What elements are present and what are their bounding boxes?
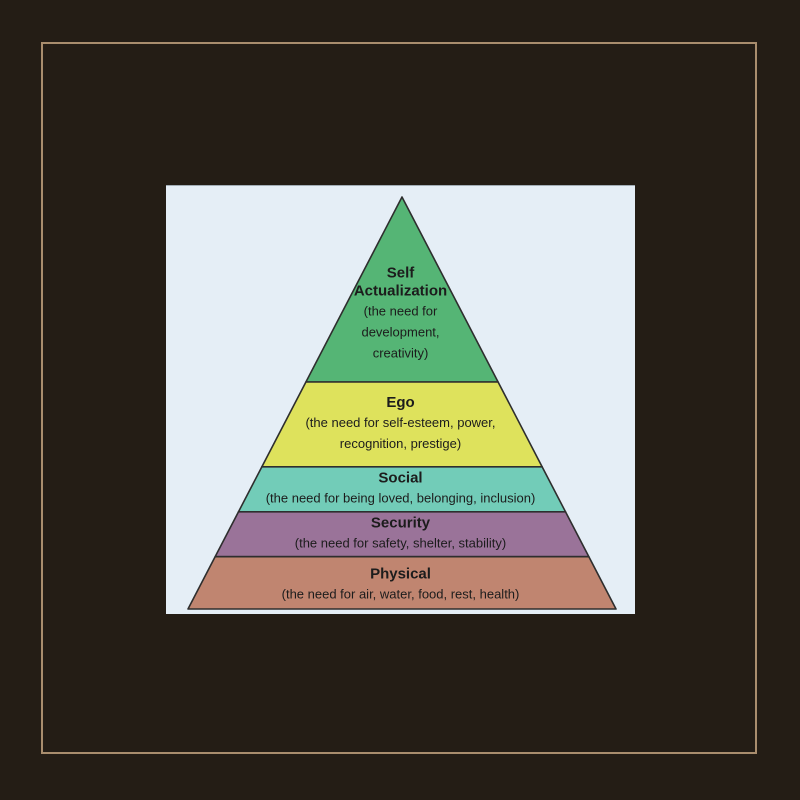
pyramid-level-social [237,466,567,513]
frame-border [41,42,757,754]
pyramid-level-self-actualization [305,196,499,383]
pyramid-level-physical [187,555,617,610]
pyramid-level-ego [261,381,543,468]
pyramid-level-security [214,510,590,558]
diagram-panel: Self Actualization(the need for developm… [166,185,635,614]
pyramid-svg [187,196,617,610]
